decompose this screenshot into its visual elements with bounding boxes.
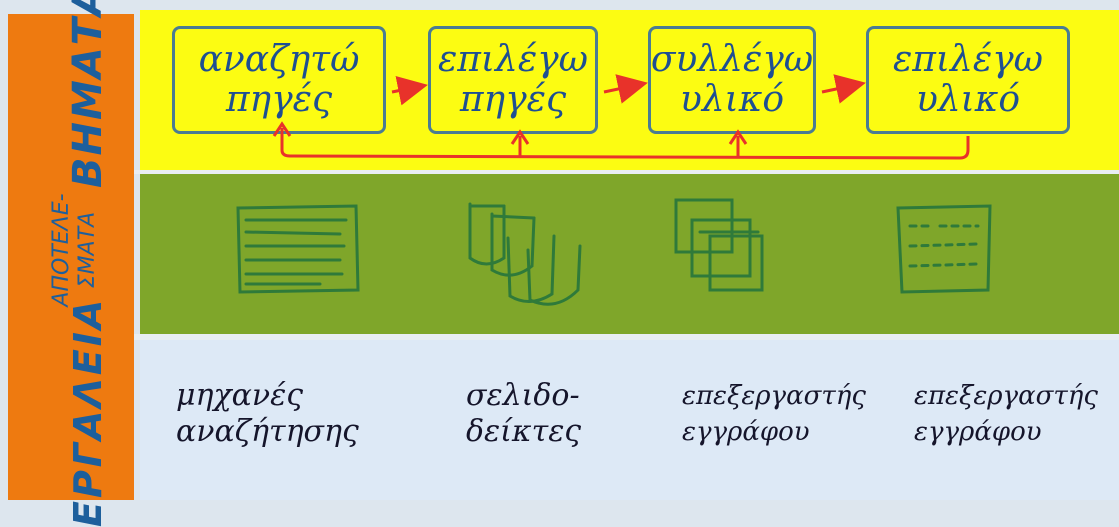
- tool-document-editor: επεξεργαστής εγγράφου: [914, 378, 1098, 450]
- tool-label-line2: δείκτες: [466, 414, 582, 449]
- tool-label-line1: μηχανές: [176, 378, 304, 413]
- step-box-line1: συλλέγω: [650, 39, 814, 80]
- diagram-drawings: [236, 74, 992, 306]
- tool-search-engines: μηχανές αναζήτησης: [176, 378, 359, 450]
- up-arrow-icon: [272, 121, 292, 137]
- document-lines-icon: [236, 204, 360, 294]
- diagram-canvas: ΒΗΜΑΤΑ ΑΠΟΤΕΛΕ- ΣΜΑΤΑ ΕΡΓΑΛΕΙΑ αναζητώ π…: [8, 0, 1119, 527]
- results-band: [140, 174, 1119, 334]
- step-box-line2: πηγές: [459, 79, 567, 120]
- step-box-line2: υλικό: [915, 79, 1021, 120]
- forward-arrow-icon: [821, 74, 866, 104]
- step-box-collect-material: συλλέγω υλικό: [648, 26, 816, 134]
- step-box-line1: αναζητώ: [198, 39, 360, 80]
- forward-arrows: [391, 74, 866, 106]
- step-box-search-sources: αναζητώ πηγές: [172, 26, 386, 134]
- overlapping-sheets-icon: [468, 202, 582, 306]
- band-divider: [134, 170, 1119, 174]
- step-box-line2: υλικό: [679, 79, 785, 120]
- tool-label-line2: αναζήτησης: [176, 414, 359, 449]
- tool-bookmarks: σελιδο- δείκτες: [466, 378, 581, 450]
- stacked-squares-icon: [674, 198, 764, 292]
- forward-arrow-icon: [603, 74, 648, 104]
- tool-label-line1: σελιδο-: [466, 378, 580, 413]
- tool-label-line2: εγγράφου: [914, 417, 1042, 447]
- tools-band: [140, 340, 1119, 500]
- feedback-loop-line: [280, 128, 970, 160]
- step-box-select-sources: επιλέγω πηγές: [428, 26, 598, 134]
- up-arrow-icon: [728, 129, 748, 145]
- forward-arrow-icon: [391, 75, 428, 106]
- row-label-sidebar: ΒΗΜΑΤΑ ΑΠΟΤΕΛΕ- ΣΜΑΤΑ ΕΡΓΑΛΕΙΑ: [8, 0, 134, 527]
- feedback-loop-arrows: [272, 121, 970, 160]
- tool-label-line1: επεξεργαστής: [914, 381, 1098, 411]
- step-box-select-material: επιλέγω υλικό: [866, 26, 1070, 134]
- tool-label-line1: επεξεργαστής: [682, 381, 866, 411]
- dashed-page-icon: [896, 204, 992, 294]
- tool-label-line2: εγγράφου: [682, 417, 810, 447]
- step-box-line1: επιλέγω: [437, 39, 589, 80]
- step-box-line1: επιλέγω: [892, 39, 1044, 80]
- tool-document-editor: επεξεργαστής εγγράφου: [682, 378, 866, 450]
- up-arrow-icon: [510, 129, 530, 145]
- band-divider: [134, 334, 1119, 340]
- step-box-line2: πηγές: [225, 79, 333, 120]
